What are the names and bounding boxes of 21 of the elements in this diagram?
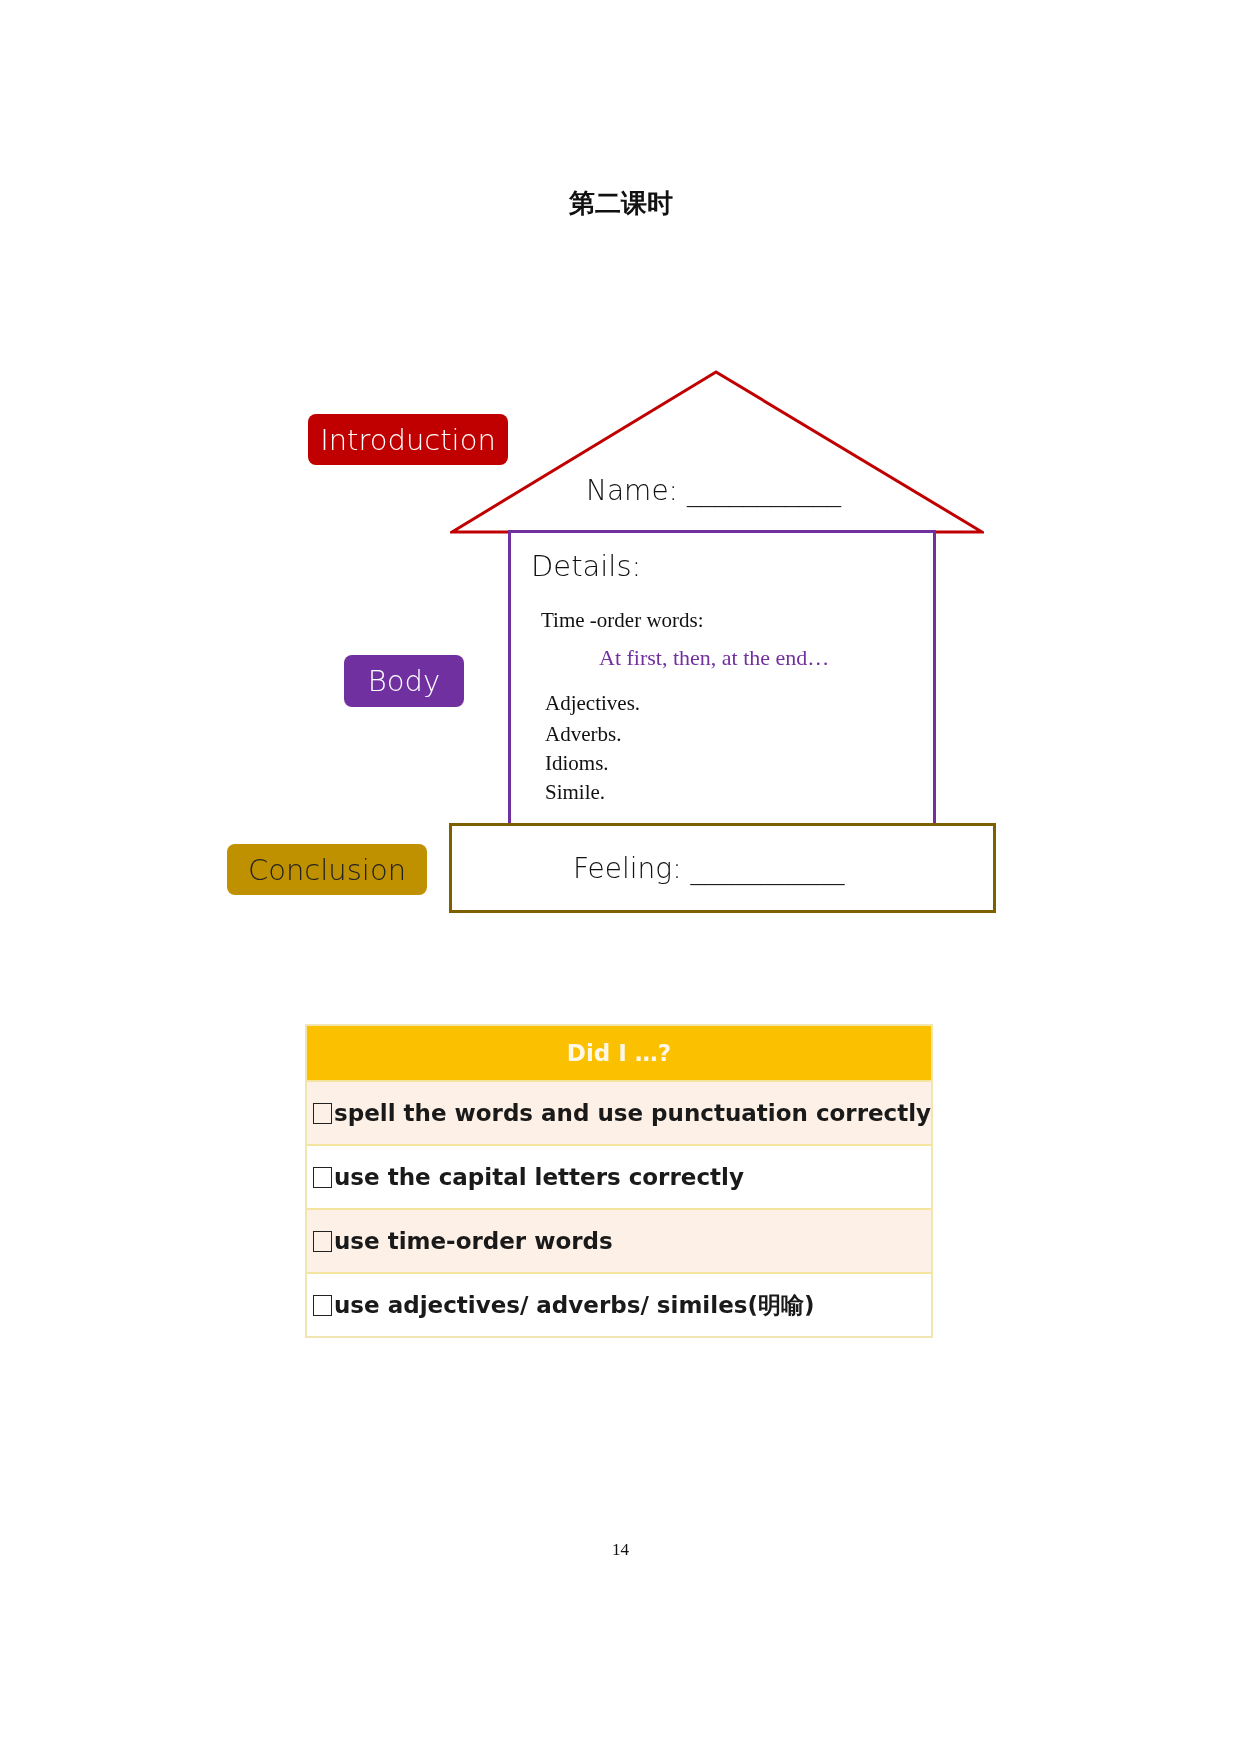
checklist-item: use adjectives/ adverbs/ similes(明喻) <box>334 1290 815 1320</box>
house-wall <box>508 530 936 826</box>
page-title: 第二课时 <box>567 187 674 220</box>
checklist-item: use the capital letters correctly <box>334 1164 744 1190</box>
checklist-item: use time-order words <box>334 1228 613 1254</box>
wall-text: At first, then, at the end… <box>599 645 830 671</box>
wall-text: Adjectives. <box>545 691 641 716</box>
section-tag: Conclusion <box>227 844 427 895</box>
wall-text: Details: <box>531 549 642 583</box>
section-tag: Introduction <box>308 414 508 465</box>
checklist-item: spell the words and use punctuation correctly <box>334 1100 932 1126</box>
house-foundation <box>449 823 996 913</box>
field-label: Feeling: ___________ <box>573 852 845 885</box>
page-number: 14 <box>611 1540 630 1560</box>
wall-text: Time -order words: <box>541 608 704 633</box>
table-header: Did I …? <box>307 1026 931 1080</box>
wall-text: Adverbs. <box>545 722 622 747</box>
wall-text: Idioms. <box>545 751 609 776</box>
field-label: Name: ___________ <box>586 474 841 507</box>
section-tag: Body <box>344 655 464 707</box>
wall-text: Simile. <box>545 780 606 805</box>
